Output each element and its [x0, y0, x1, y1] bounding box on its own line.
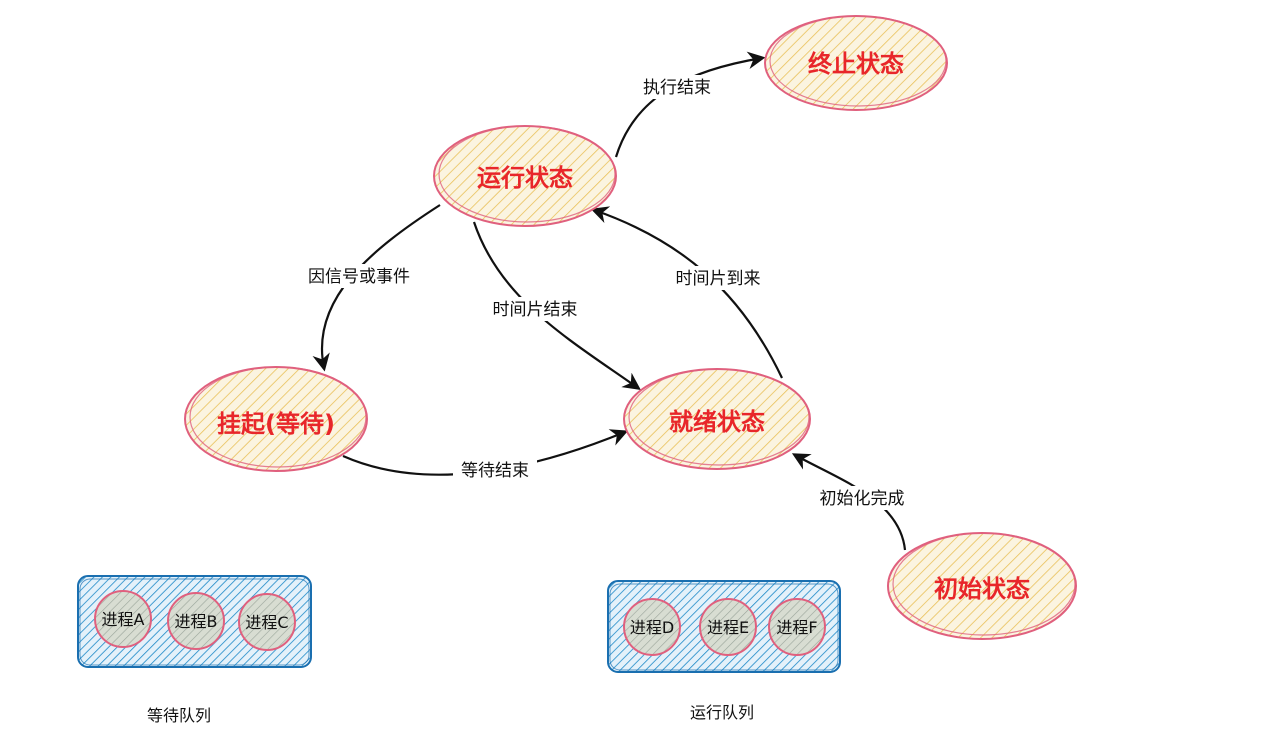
state-running: 运行状态: [433, 125, 617, 227]
label-wait-end: 等待结束: [461, 461, 529, 481]
edges: [312, 51, 907, 551]
state-suspended: 挂起(等待): [184, 366, 368, 472]
state-initial: 初始状态: [887, 532, 1077, 640]
run-queue: 进程D 进程E 进程F: [607, 580, 841, 673]
state-ready: 就绪状态: [623, 368, 811, 470]
state-running-label: 运行状态: [477, 164, 573, 192]
process-e-label: 进程E: [707, 618, 749, 637]
process-a: 进程A: [94, 590, 152, 648]
process-a-label: 进程A: [102, 610, 145, 629]
process-b: 进程B: [167, 592, 225, 650]
process-d: 进程D: [623, 598, 681, 656]
process-c: 进程C: [238, 593, 296, 651]
process-b-label: 进程B: [175, 612, 218, 631]
label-timeslice-end: 时间片结束: [493, 300, 578, 320]
process-e: 进程E: [699, 598, 757, 656]
wait-queue: 进程A 进程B 进程C: [77, 575, 312, 668]
label-exec-end: 执行结束: [643, 78, 711, 98]
process-c-label: 进程C: [245, 613, 288, 632]
state-terminated-label: 终止状态: [808, 50, 904, 78]
label-init-done: 初始化完成: [820, 489, 905, 509]
process-f-label: 进程F: [776, 618, 817, 637]
state-ready-label: 就绪状态: [669, 408, 765, 436]
state-terminated: 终止状态: [764, 15, 948, 111]
label-timeslice-arrive: 时间片到来: [676, 269, 761, 289]
run-queue-label: 运行队列: [690, 703, 754, 722]
edge-ready-to-running: [590, 206, 783, 379]
edge-running-to-terminated: [614, 51, 766, 158]
process-f: 进程F: [768, 598, 826, 656]
wait-queue-label: 等待队列: [147, 706, 211, 725]
edge-labels: 执行结束 因信号或事件 时间片结束 时间片到来 等待结束 初始化完成: [300, 75, 914, 510]
state-suspended-label: 挂起(等待): [217, 410, 335, 438]
label-signal-event: 因信号或事件: [308, 267, 410, 287]
process-d-label: 进程D: [630, 618, 674, 637]
state-initial-label: 初始状态: [934, 575, 1030, 603]
